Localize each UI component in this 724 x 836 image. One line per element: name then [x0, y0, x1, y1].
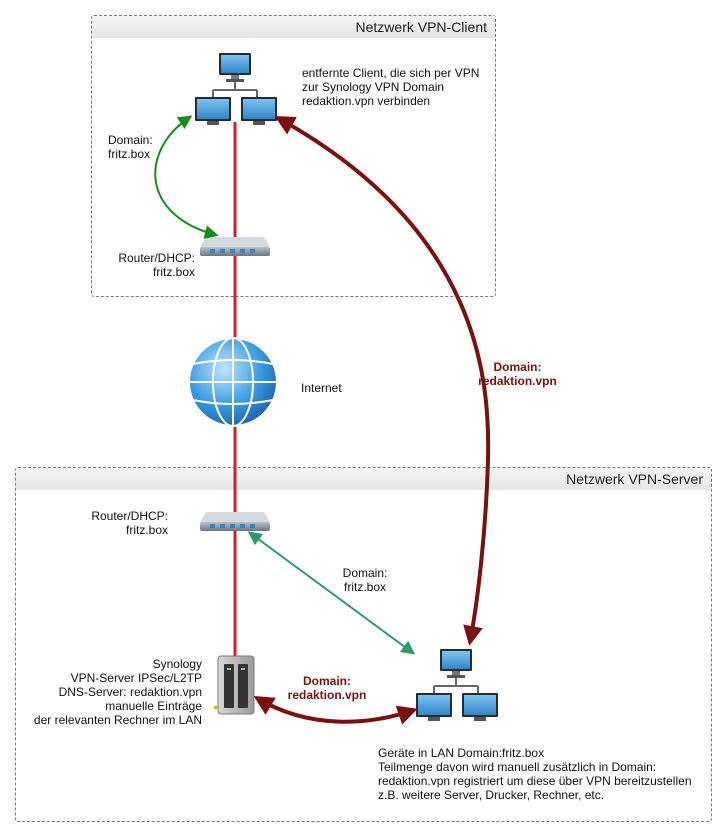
client-computer-network-icon: [195, 53, 277, 125]
server-router-label: Router/DHCP: fritz.box: [91, 509, 168, 537]
client-domain-arrow: [154, 115, 219, 239]
zone-title: Netzwerk VPN-Server: [566, 471, 703, 487]
vpn-domain-short-arrow: [253, 695, 418, 725]
client-router-label: Router/DHCP: fritz.box: [118, 251, 195, 279]
server-router-icon: [200, 512, 270, 531]
vpn-domain-short-label: Domain: redaktion.vpn: [287, 674, 367, 702]
server-domain-arrow: [247, 531, 416, 655]
internet-globe-icon: [188, 337, 278, 427]
lan-computer-network-icon: [416, 649, 498, 721]
client-router-icon: [200, 237, 270, 256]
vpn-domain-long-label: Domain: redaktion.vpn: [478, 360, 557, 388]
client-domain-label: Domain: fritz.box: [108, 133, 153, 161]
server-domain-label: Domain: fritz.box: [342, 566, 388, 594]
client-description-label: entfernte Client, die sich per VPN zur S…: [302, 66, 480, 108]
synology-label: Synology VPN-Server IPSec/L2TP DNS-Serve…: [33, 657, 202, 727]
zone-header: Netzwerk VPN-Client: [92, 16, 495, 38]
lan-description-label: Geräte in LAN Domain:fritz.box Teilmenge…: [378, 746, 692, 802]
synology-nas-server-icon: [214, 655, 255, 715]
vpn-domain-long-arrow: [274, 116, 491, 646]
internet-label: Internet: [301, 381, 342, 395]
zone-title: Netzwerk VPN-Client: [355, 19, 487, 35]
